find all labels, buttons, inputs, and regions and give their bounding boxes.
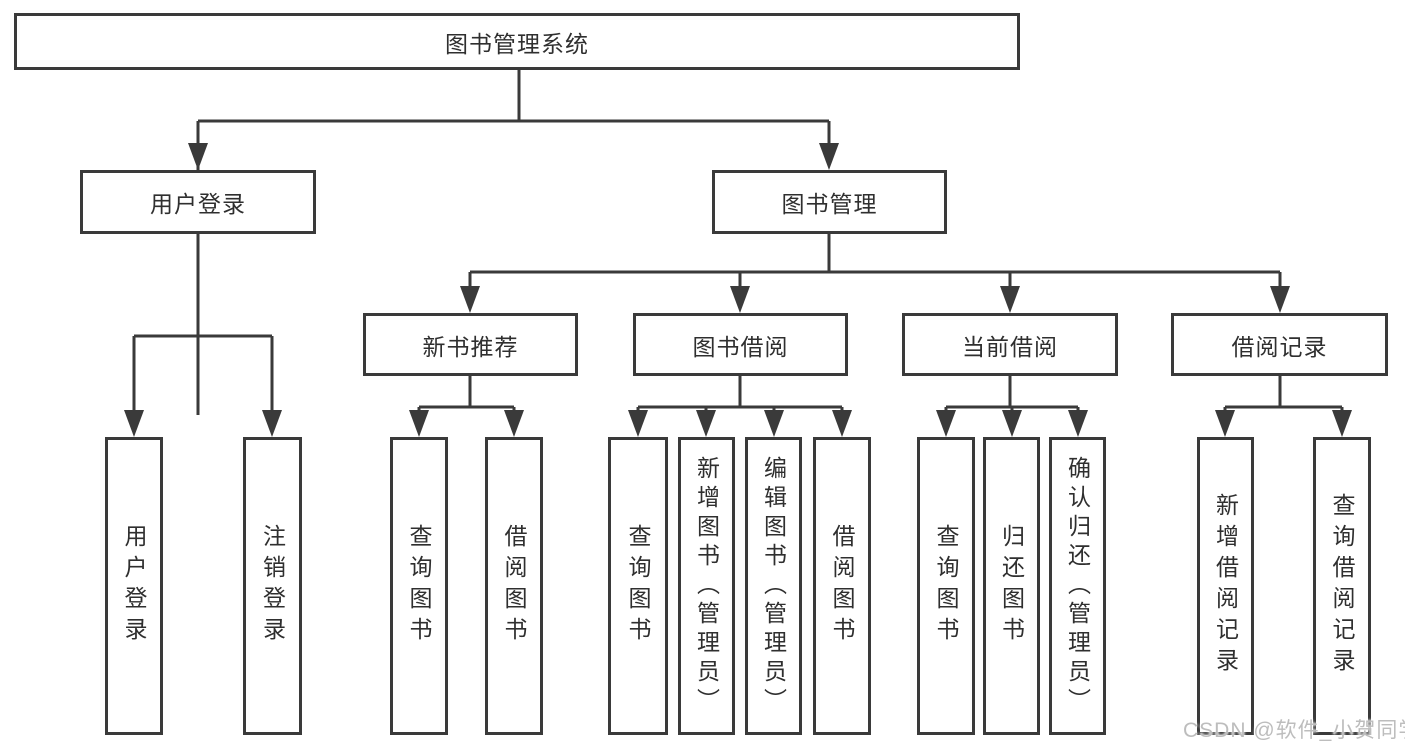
node-root: 图书管理系统: [14, 13, 1020, 70]
leaf-logout-label: 注销登录: [259, 524, 286, 648]
leaf-logout: 注销登录: [243, 437, 302, 735]
node-book-management-module: 图书管理: [712, 170, 947, 234]
leaf-query-books-borrowing-label: 查询图书: [625, 524, 651, 648]
node-current-borrowing: 当前借阅: [902, 313, 1118, 376]
leaf-return-books: 归还图书: [983, 437, 1040, 735]
leaf-add-books-admin: 新增图书（管理员）: [678, 437, 735, 735]
tree-edges: [132, 70, 1344, 418]
node-borrowing-records-label: 借阅记录: [1231, 333, 1328, 360]
leaf-query-borrow-record: 查询借阅记录: [1313, 437, 1371, 735]
leaf-query-books-recommend: 查询图书: [390, 437, 448, 735]
leaf-edit-books-admin: 编辑图书（管理员）: [745, 437, 802, 735]
leaf-query-books-current-label: 查询图书: [933, 524, 959, 648]
leaf-query-books-borrowing: 查询图书: [608, 437, 668, 735]
leaf-return-books-label: 归还图书: [998, 524, 1025, 648]
node-book-borrowing: 图书借阅: [633, 313, 848, 376]
node-current-borrowing-label: 当前借阅: [962, 333, 1058, 360]
leaf-confirm-return-admin-label: 确认归还（管理员）: [1064, 455, 1091, 717]
node-user-login-module: 用户登录: [80, 170, 316, 234]
node-borrowing-records: 借阅记录: [1171, 313, 1388, 376]
node-new-book-recommend-label: 新书推荐: [422, 333, 519, 360]
csdn-watermark: CSDN @软件_小贺同学: [1183, 719, 1405, 742]
node-book-management-module-label: 图书管理: [781, 191, 878, 217]
leaf-borrow-books: 借阅图书: [813, 437, 871, 735]
node-user-login-module-label: 用户登录: [150, 191, 246, 217]
leaf-borrow-books-recommend-label: 借阅图书: [501, 524, 527, 648]
leaf-borrow-books-label: 借阅图书: [829, 524, 855, 648]
leaf-query-books-current: 查询图书: [917, 437, 975, 735]
leaf-confirm-return-admin: 确认归还（管理员）: [1049, 437, 1106, 735]
leaf-add-books-admin-label: 新增图书（管理员）: [693, 455, 720, 717]
leaf-add-borrow-record-label: 新增借阅记录: [1212, 493, 1239, 679]
leaf-edit-books-admin-label: 编辑图书（管理员）: [760, 455, 787, 717]
arrowheads: [124, 143, 1352, 437]
leaf-borrow-books-recommend: 借阅图书: [485, 437, 543, 735]
node-new-book-recommend: 新书推荐: [363, 313, 578, 376]
leaf-add-borrow-record: 新增借阅记录: [1197, 437, 1254, 735]
leaf-query-borrow-record-label: 查询借阅记录: [1329, 493, 1355, 679]
leaf-user-login: 用户登录: [105, 437, 163, 735]
node-book-borrowing-label: 图书借阅: [692, 333, 789, 360]
leaf-user-login-label: 用户登录: [121, 524, 147, 648]
leaf-query-books-recommend-label: 查询图书: [406, 524, 432, 648]
node-root-label: 图书管理系统: [445, 30, 589, 57]
